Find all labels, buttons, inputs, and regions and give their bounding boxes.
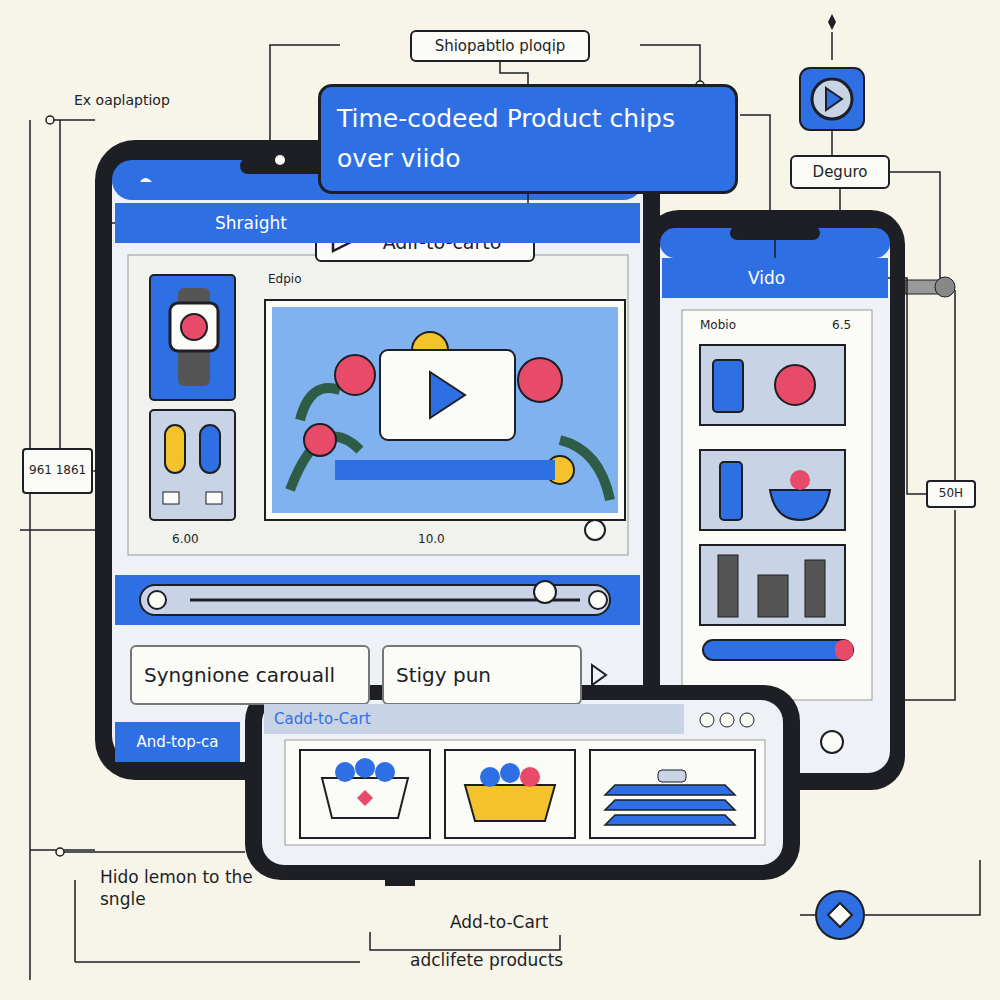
node-text: Deguro	[813, 163, 868, 181]
side-tag: 50H	[926, 480, 976, 508]
app-footer: And-top-ca	[115, 722, 240, 762]
value-label: 10.0	[418, 532, 445, 546]
node-text: And-top-ca	[136, 733, 218, 751]
node-text: Stigy pun	[396, 663, 491, 687]
panel-label: Edpio	[268, 272, 302, 286]
node-text: Vido	[748, 268, 785, 288]
node-text: Syngnione carouall	[144, 663, 335, 687]
node-text: Shiopabtlo ploqip	[435, 37, 566, 55]
leader-lines	[20, 32, 980, 980]
caption-label: Add-to-Cart	[450, 912, 549, 932]
connector-line	[775, 189, 840, 258]
note-label: Ex oaplaptiop	[74, 92, 170, 108]
value-label: 6.00	[172, 532, 199, 546]
ui-button: Syngnione carouall	[130, 645, 370, 705]
panel-label: Mobio	[700, 318, 736, 332]
left-phone	[95, 140, 660, 780]
side-tag: 961 1861	[22, 448, 93, 494]
app-header: Vido	[662, 258, 888, 298]
node-text: 50H	[939, 486, 963, 502]
node-text: Time-codeed Product chips over viido	[337, 99, 719, 179]
node-text: Cadd-to-Cart	[274, 710, 371, 728]
node-text: 961 1861	[29, 463, 86, 479]
value-label: 6.5	[832, 318, 851, 332]
feature-callout: Time-codeed Product chips over viido	[318, 84, 738, 194]
node-text: Shraight	[215, 213, 287, 233]
app-header: Shraight	[115, 203, 640, 243]
bottom-phone	[245, 685, 800, 886]
callout-box: Deguro	[790, 155, 890, 189]
note-label: Hido lemon to the sngle	[100, 866, 270, 910]
ui-button: Stigy pun	[382, 645, 582, 705]
caption-label: adclifete products	[410, 950, 563, 970]
connector-line	[93, 223, 115, 471]
app-header: Cadd-to-Cart	[264, 704, 684, 734]
connector-line	[500, 62, 528, 84]
connector-line	[888, 278, 926, 494]
callout-box: Shiopabtlo ploqip	[410, 30, 590, 62]
